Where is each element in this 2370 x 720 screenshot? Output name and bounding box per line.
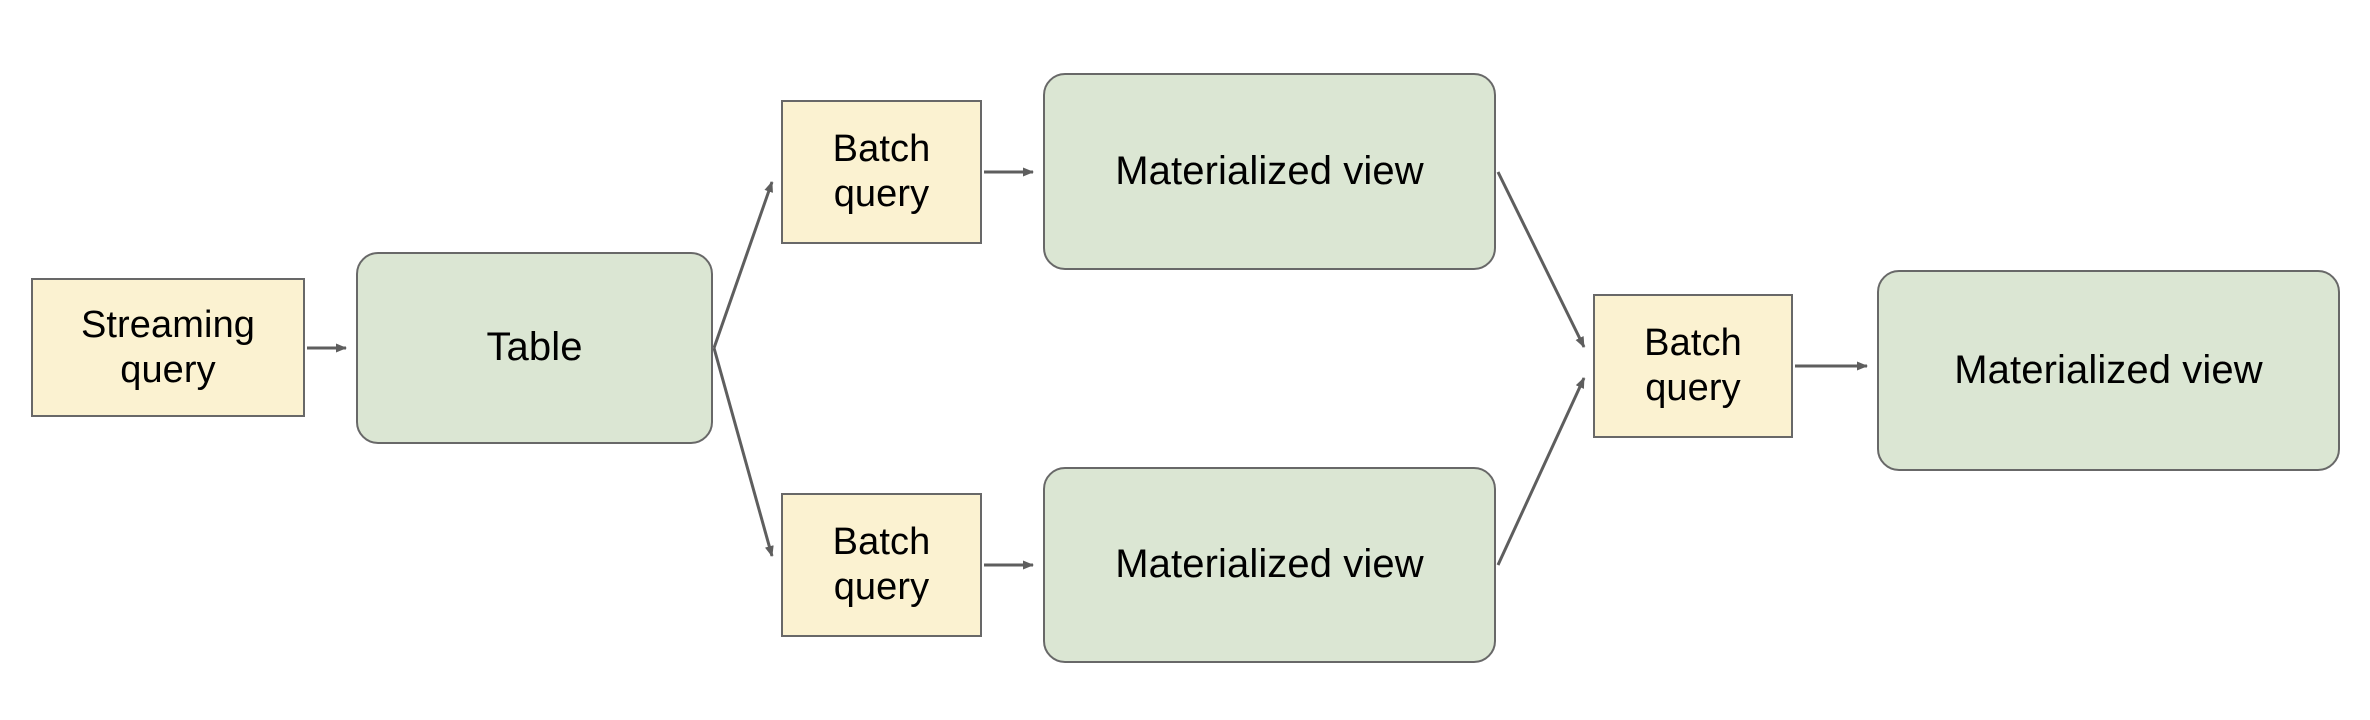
- node-label-batch-query-bottom: Batch query: [832, 521, 931, 608]
- node-batch-query-top[interactable]: Batch query: [781, 100, 982, 244]
- node-label-materialized-view-final: Materialized view: [1954, 347, 2263, 392]
- node-label-batch-query-final: Batch query: [1644, 322, 1742, 409]
- node-label-batch-query-top: Batch query: [832, 128, 931, 215]
- edges-group: [307, 167, 1868, 570]
- node-materialized-view-bottom[interactable]: Materialized view: [1043, 467, 1496, 663]
- node-batch-query-final[interactable]: Batch query: [1593, 294, 1793, 438]
- node-streaming-query[interactable]: Streaming query: [31, 278, 305, 417]
- node-materialized-view-final[interactable]: Materialized view: [1877, 270, 2340, 471]
- node-batch-query-bottom[interactable]: Batch query: [781, 493, 982, 637]
- node-label-streaming-query: Streaming query: [80, 303, 256, 391]
- node-materialized-view-top[interactable]: Materialized view: [1043, 73, 1496, 270]
- node-label-table: Table: [486, 325, 583, 370]
- edge-materialized-view-top-to-batch-query-final: [1496, 171, 1586, 348]
- edge-materialized-view-bottom-to-batch-query-final: [1496, 377, 1586, 566]
- edge-table-to-batch-query-bottom: [712, 347, 774, 557]
- node-label-materialized-view-top: Materialized view: [1115, 148, 1424, 193]
- edge-table-to-batch-query-top: [712, 181, 774, 349]
- node-table[interactable]: Table: [356, 252, 713, 444]
- node-label-materialized-view-bottom: Materialized view: [1115, 542, 1424, 587]
